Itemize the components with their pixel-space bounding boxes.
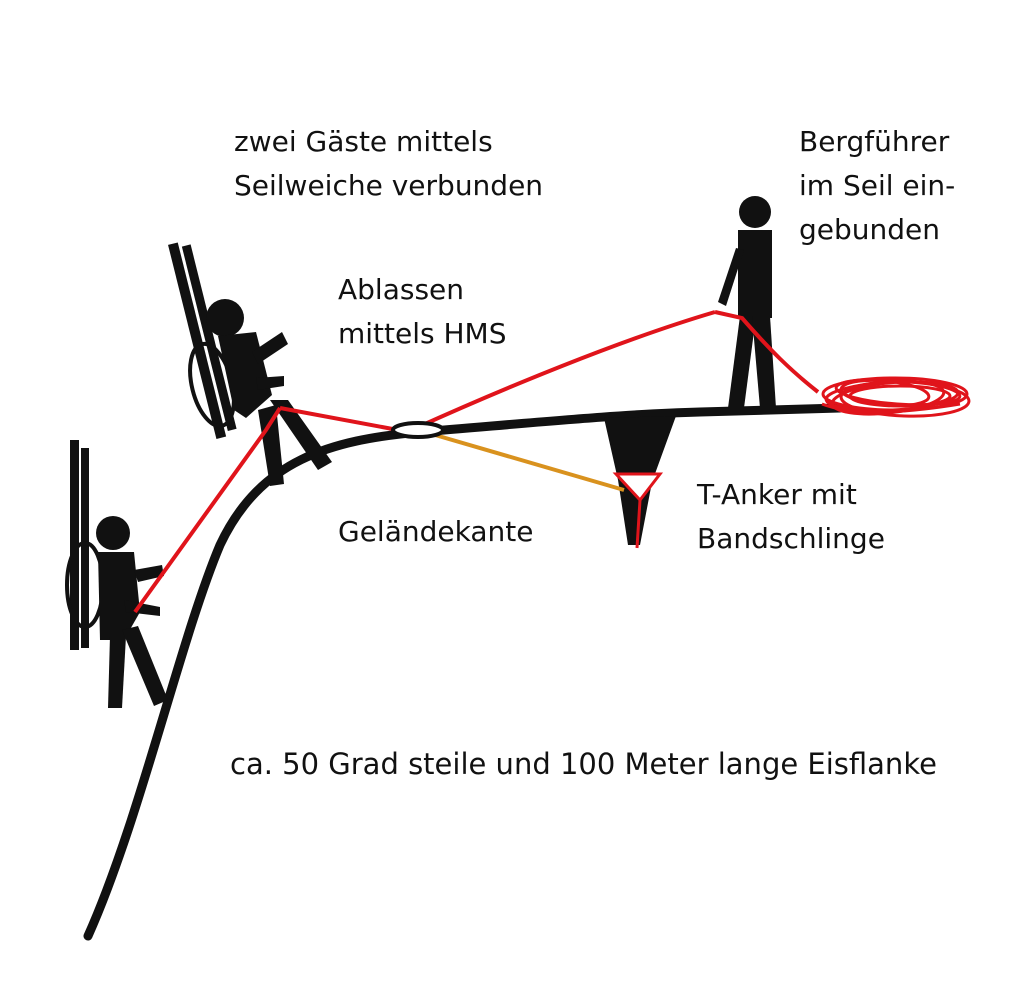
rope-hms-to-upper-guest: [279, 406, 399, 432]
label-anchor-line-2: Bandschlinge: [697, 522, 885, 555]
label-t-anchor: T-Anker mit Bandschlinge: [697, 473, 885, 561]
lower-guest-figure: [65, 440, 168, 708]
label-terrain-edge: Geländekante: [338, 515, 534, 548]
mountain-guide-figure: [718, 196, 776, 408]
label-guests: zwei Gäste mittels Seilweiche verbunden: [234, 120, 543, 208]
label-guide-line-1: Bergführer: [799, 125, 950, 158]
label-guests-line-2: Seilweiche verbunden: [234, 169, 544, 202]
terrain-profile-line: [83, 403, 845, 941]
label-guide-line-3: gebunden: [799, 213, 941, 246]
label-ice-flank: ca. 50 Grad steile und 100 Meter lange E…: [230, 747, 937, 781]
label-mountain-guide: Bergführer im Seil ein- gebunden: [799, 120, 955, 252]
label-guide-line-2: im Seil ein-: [799, 169, 956, 202]
person-icon: [718, 196, 776, 408]
rope-guide-to-hms: [415, 310, 716, 430]
person-icon: [96, 516, 168, 708]
upper-guest-figure: [168, 242, 332, 486]
person-icon: [206, 299, 332, 486]
label-lowering-line-2: mittels HMS: [338, 317, 507, 350]
label-lowering: Ablassen mittels HMS: [338, 268, 507, 356]
rope-coil-icon: [821, 376, 971, 418]
label-anchor-line-1: T-Anker mit: [697, 478, 857, 511]
label-lowering-line-1: Ablassen: [338, 273, 465, 306]
t-anchor-icon: [604, 416, 676, 549]
label-guests-line-1: zwei Gäste mittels: [234, 125, 493, 158]
rope-guide-to-coil: [714, 310, 820, 394]
hms-carabiner-icon: [391, 421, 445, 439]
ski-icon: [70, 440, 89, 650]
rope-between-guests: [133, 406, 282, 614]
ski-icon: [168, 242, 237, 439]
sling-line: [417, 428, 625, 492]
